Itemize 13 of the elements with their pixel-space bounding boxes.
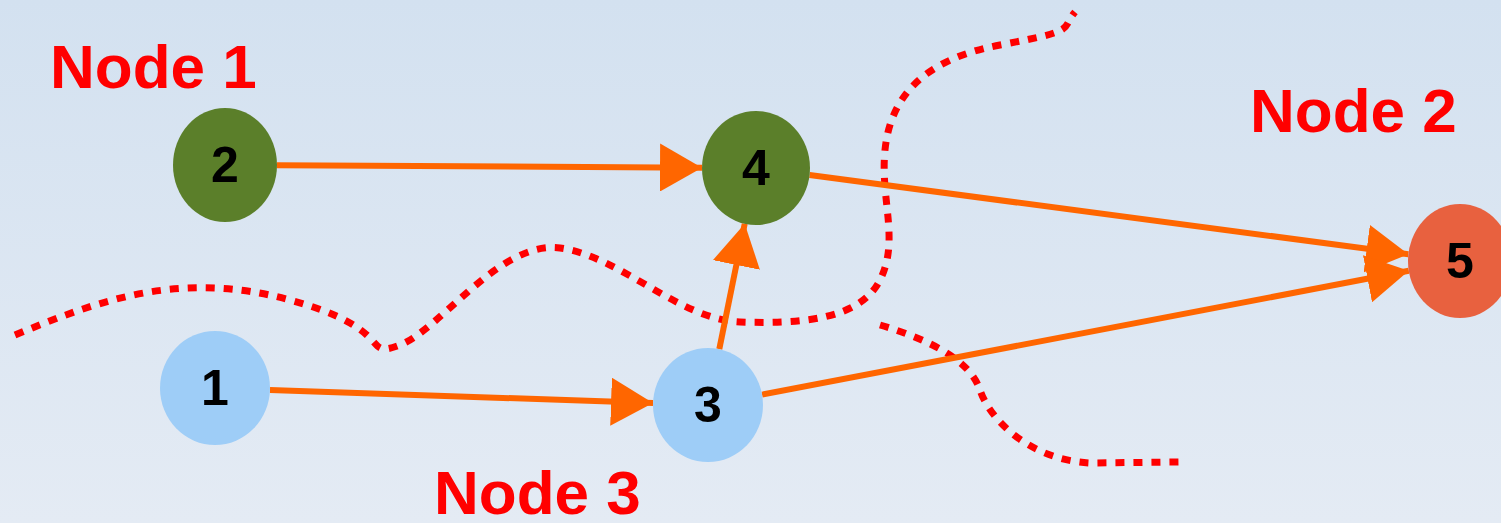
node-number: 1 <box>201 359 229 417</box>
partition-label: Node 1 <box>50 36 257 98</box>
node-number: 4 <box>742 139 770 197</box>
node-number: 2 <box>211 136 239 194</box>
arrow <box>712 223 760 350</box>
node-number: 3 <box>694 376 722 434</box>
arrow <box>761 255 1410 398</box>
partition-label: Node 3 <box>434 462 641 523</box>
partition-label: Node 2 <box>1250 80 1457 142</box>
arrow <box>269 377 654 426</box>
node-number: 5 <box>1446 232 1474 290</box>
arrow <box>809 172 1409 273</box>
arrow <box>276 143 702 192</box>
